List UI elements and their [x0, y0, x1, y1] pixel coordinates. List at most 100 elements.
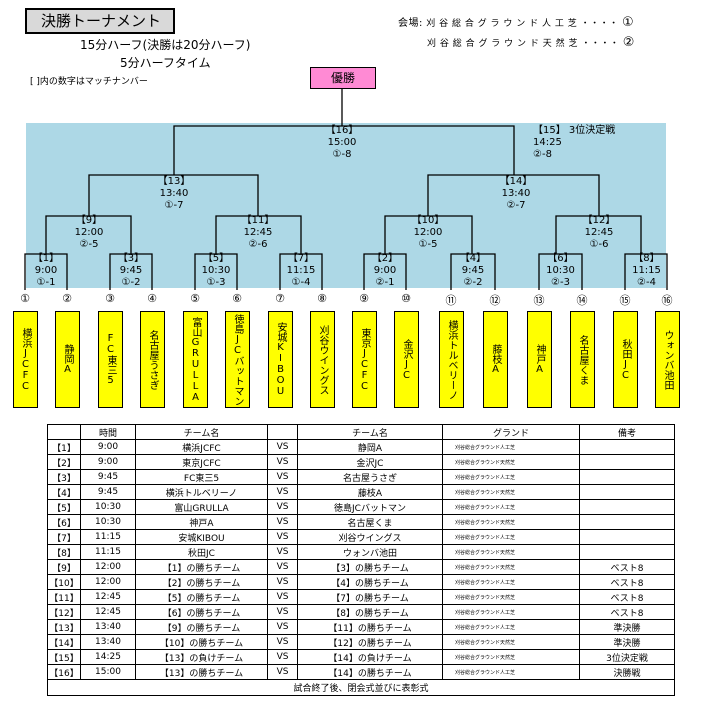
bracket-lines: [24, 88, 668, 290]
cell-vs: VS: [267, 529, 298, 545]
seed-15: ⑮: [619, 294, 631, 307]
seed-14: ⑭: [576, 294, 588, 307]
cell-team-a: 【10】の勝ちチーム: [135, 634, 268, 650]
cell-team-a: 安城KIBOU: [135, 529, 268, 545]
cell-team-a: 【13】の勝ちチーム: [135, 664, 268, 680]
cell-remarks: [579, 454, 675, 470]
quarterfinal-11: 【11】 12:45 ②-6: [241, 215, 275, 250]
cell-remarks: ベスト8: [579, 574, 675, 590]
team-name-5: 富山GRULLA: [190, 316, 201, 403]
cell-team-b: ウォンバ池田: [297, 544, 443, 560]
venue-label: 会場:: [398, 18, 423, 29]
cell-remarks: ベスト8: [579, 589, 675, 605]
cell-team-a: 富山GRULLA: [135, 499, 268, 515]
cell-match-no: 【3】: [47, 469, 81, 485]
cell-match-no: 【15】: [47, 649, 81, 665]
cell-team-b: 【8】の勝ちチーム: [297, 604, 443, 620]
semifinal-14: 【14】 13:40 ②-7: [499, 176, 533, 211]
cell-team-b: 名古屋くま: [297, 514, 443, 530]
cell-team-a: 神戸A: [135, 514, 268, 530]
cell-ground: 刈谷総合グラウンド天然芝: [442, 514, 580, 530]
team-card-5: 富山GRULLA: [183, 311, 208, 408]
team-card-16: ウォンバ池田: [655, 311, 680, 408]
team-name-3: FC東三5: [105, 333, 116, 386]
round1-match-4: 【4】 9:45 ②-2: [459, 253, 487, 288]
cell-time: 9:00: [80, 439, 136, 455]
cell-time: 13:40: [80, 619, 136, 635]
cell-match-no: 【16】: [47, 664, 81, 680]
seed-13: ⑬: [533, 294, 545, 307]
cell-time: 12:00: [80, 574, 136, 590]
venue-1-number: ①: [621, 15, 635, 30]
cell-vs: VS: [267, 649, 298, 665]
cell-time: 10:30: [80, 514, 136, 530]
cell-match-no: 【11】: [47, 589, 81, 605]
cell-remarks: 準決勝: [579, 634, 675, 650]
half-time-break: 5分ハーフタイム: [120, 56, 211, 70]
cell-vs: VS: [267, 484, 298, 500]
team-name-14: 名古屋くま: [577, 334, 588, 385]
cell-ground: 刈谷総合グラウンド人工芝: [442, 604, 580, 620]
bracket-background: [26, 123, 666, 288]
seed-12: ⑫: [489, 294, 501, 307]
cell-team-b: 静岡A: [297, 439, 443, 455]
cell-team-a: 【13】の負けチーム: [135, 649, 268, 665]
cell-team-a: 横浜トルベリーノ: [135, 484, 268, 500]
cell-ground: 刈谷総合グラウンド天然芝: [442, 559, 580, 575]
col-team-a: チーム名: [135, 424, 268, 440]
cell-remarks: 決勝戦: [579, 664, 675, 680]
seed-16: ⑯: [661, 294, 673, 307]
seed-1: ①: [20, 292, 30, 305]
team-card-6: 徳島JCバットマン: [225, 311, 250, 408]
team-name-6: 徳島JCバットマン: [232, 313, 243, 406]
cell-remarks: [579, 484, 675, 500]
team-card-10: 金沢JC: [394, 311, 419, 408]
team-name-1: 横浜JCFC: [20, 327, 31, 392]
seed-5: ⑤: [190, 292, 200, 305]
cell-team-a: 【2】の勝ちチーム: [135, 574, 268, 590]
cell-ground: 刈谷総合グラウンド人工芝: [442, 439, 580, 455]
seed-4: ④: [147, 292, 157, 305]
cell-remarks: [579, 439, 675, 455]
col-ground: グランド: [442, 424, 580, 440]
cell-time: 12:45: [80, 604, 136, 620]
cell-time: 11:15: [80, 529, 136, 545]
cell-ground: 刈谷総合グラウンド天然芝: [442, 649, 580, 665]
cell-ground: 刈谷総合グラウンド人工芝: [442, 529, 580, 545]
team-card-7: 安城KIBOU: [268, 311, 293, 408]
seed-11: ⑪: [445, 294, 457, 307]
cell-vs: VS: [267, 559, 298, 575]
cell-ground: 刈谷総合グラウンド天然芝: [442, 589, 580, 605]
cell-vs: VS: [267, 499, 298, 515]
team-name-7: 安城KIBOU: [275, 322, 286, 397]
cell-time: 12:00: [80, 559, 136, 575]
team-card-15: 秋田JC: [613, 311, 638, 408]
cell-vs: VS: [267, 544, 298, 560]
round1-match-7: 【7】 11:15 ①-4: [286, 253, 316, 288]
team-name-9: 東京JCFC: [359, 327, 370, 392]
round1-match-3: 【3】 9:45 ①-2: [117, 253, 145, 288]
cell-match-no: 【12】: [47, 604, 81, 620]
cell-ground: 刈谷総合グラウンド人工芝: [442, 664, 580, 680]
team-name-11: 横浜トルベリーノ: [446, 319, 457, 400]
final-match: 【16】 15:00 ①-8: [325, 125, 359, 160]
winner-box: 優勝: [310, 67, 376, 89]
cell-match-no: 【9】: [47, 559, 81, 575]
cell-vs: VS: [267, 604, 298, 620]
team-name-4: 名古屋うさぎ: [147, 329, 158, 390]
round1-match-8: 【8】 11:15 ②-4: [632, 253, 661, 288]
team-name-13: 神戸A: [534, 344, 545, 375]
round1-match-6: 【6】 10:30 ②-3: [546, 253, 575, 288]
seed-2: ②: [62, 292, 72, 305]
team-name-16: ウォンバ池田: [662, 329, 673, 390]
cell-team-a: 横浜JCFC: [135, 439, 268, 455]
